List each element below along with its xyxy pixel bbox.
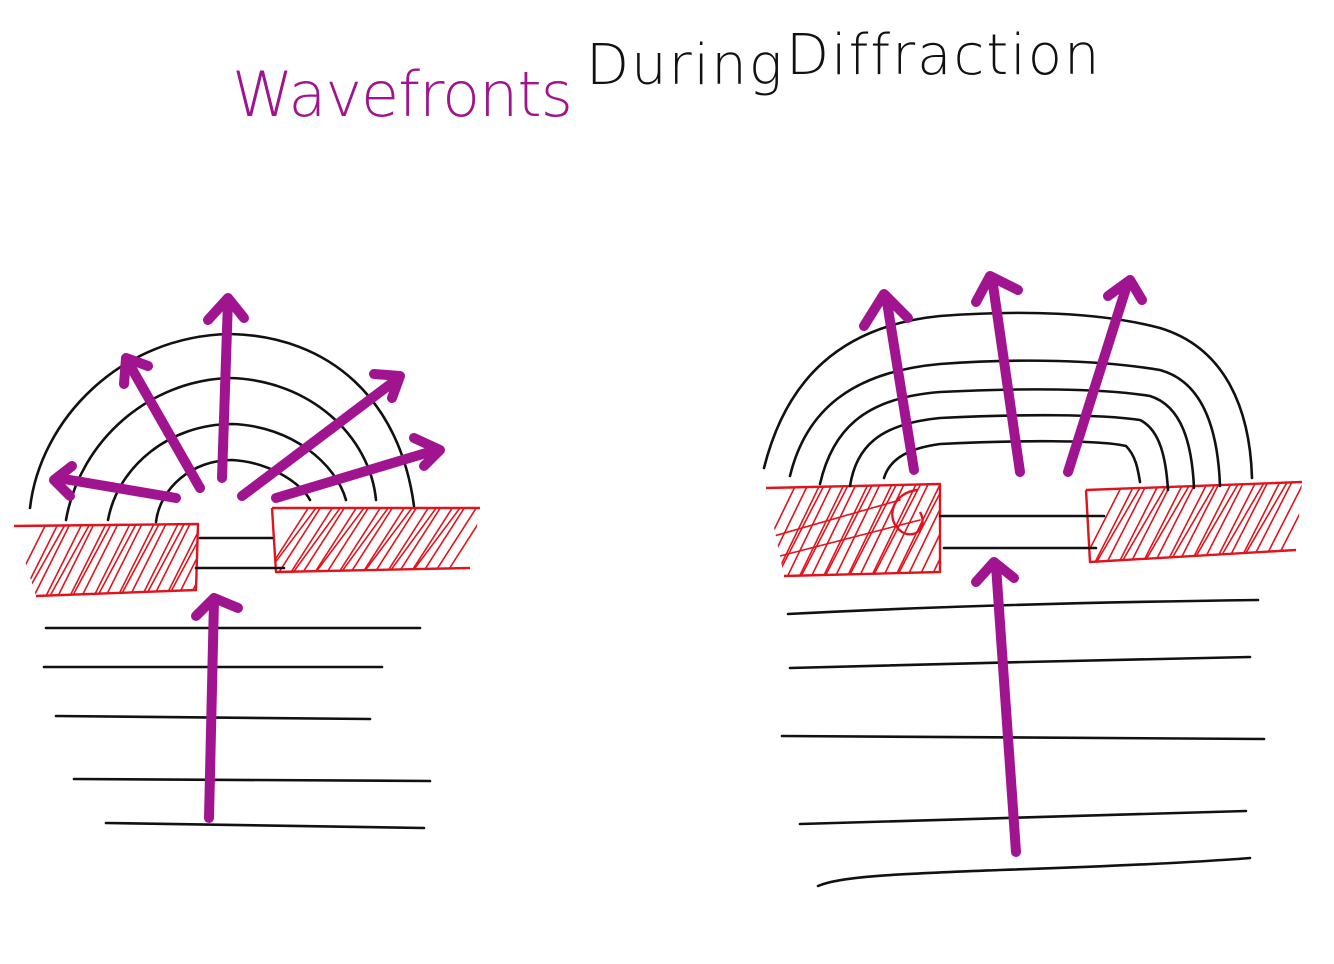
plane-wavefront xyxy=(104,821,426,830)
propagation-arrows xyxy=(49,293,445,823)
title-wavefronts: Wavefronts xyxy=(232,58,572,131)
curved-wavefront xyxy=(762,311,1254,480)
barrier-block-left xyxy=(13,522,200,598)
plane-wavefront xyxy=(780,734,1266,741)
incident-plane-wavefronts xyxy=(42,626,432,830)
incident-arrow xyxy=(971,557,1021,857)
curved-wavefront xyxy=(818,388,1196,490)
diffracted-wavefronts xyxy=(762,311,1254,492)
plane-wavefront xyxy=(788,655,1252,670)
barrier-block-right xyxy=(270,506,480,574)
plane-wavefront xyxy=(816,856,1252,888)
plane-wavefront xyxy=(798,809,1248,826)
diffracted-arrow-up xyxy=(203,293,249,483)
diffracted-arrow-right xyxy=(1063,275,1147,477)
barrier-block-left xyxy=(765,482,942,578)
barrier xyxy=(13,506,480,598)
barrier-block-right xyxy=(1084,480,1303,564)
barrier xyxy=(765,480,1303,578)
incident-arrow xyxy=(191,593,243,823)
diffracted-arrow-upper-right xyxy=(237,369,405,501)
plane-wavefront xyxy=(72,777,432,783)
diagram-title: Wavefronts During Diffraction xyxy=(232,23,1102,131)
circular-wavefront xyxy=(106,422,348,522)
narrow-gap-diagram xyxy=(13,293,480,830)
diffracted-arrow-upper-left xyxy=(119,353,205,493)
diffracted-arrow-up xyxy=(971,271,1025,477)
diffracted-arrow-left xyxy=(49,461,181,503)
title-diffraction: Diffraction xyxy=(786,23,1102,88)
wide-gap-diagram xyxy=(762,271,1303,888)
curved-wavefront xyxy=(848,413,1170,492)
diffracted-arrow-right xyxy=(271,433,445,503)
curved-wavefront xyxy=(788,359,1222,488)
title-during: During xyxy=(586,33,784,98)
propagation-arrows xyxy=(859,271,1147,857)
diffracted-arrow-left xyxy=(859,289,919,475)
plane-wavefront xyxy=(786,598,1260,616)
incident-plane-wavefronts xyxy=(780,598,1266,888)
